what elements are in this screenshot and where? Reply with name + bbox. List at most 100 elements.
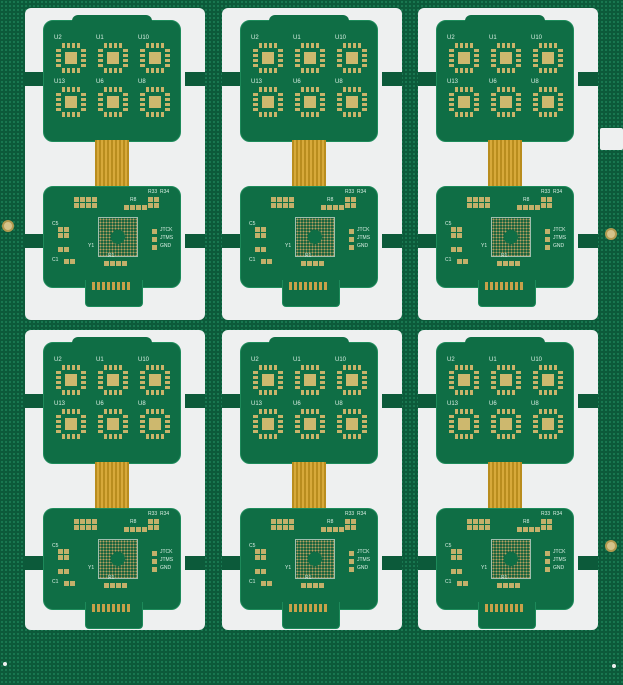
pin	[311, 365, 314, 370]
bga-chip	[491, 217, 531, 257]
connector-tail	[478, 280, 536, 307]
pin	[295, 98, 300, 101]
pin	[544, 112, 547, 117]
pin	[123, 371, 128, 374]
pin	[278, 371, 283, 374]
side-tab	[185, 556, 205, 570]
pin	[337, 425, 342, 428]
smd-pad	[509, 261, 514, 266]
pin	[278, 415, 283, 418]
pin	[544, 409, 547, 414]
gold-finger	[112, 282, 115, 290]
pin	[301, 87, 304, 92]
silkscreen-label: JTMS	[357, 557, 371, 563]
pin	[104, 434, 107, 439]
side-tab	[222, 394, 242, 408]
smd-pad	[86, 519, 91, 524]
chip-label: U10	[138, 35, 150, 41]
smd-pad	[64, 569, 69, 574]
side-tab	[25, 394, 45, 408]
smd-pad	[289, 525, 294, 530]
pin	[156, 365, 159, 370]
pin	[320, 381, 325, 384]
gold-finger	[510, 282, 513, 290]
pin	[140, 98, 145, 101]
pin	[259, 434, 262, 439]
smd-pad	[104, 261, 109, 266]
silkscreen-label: R34	[357, 189, 367, 195]
qfn-chip	[140, 43, 170, 73]
pin	[67, 68, 70, 73]
silkscreen-label: JTCK	[357, 549, 370, 555]
pin	[72, 365, 75, 370]
pin	[67, 87, 70, 92]
pin	[539, 87, 542, 92]
pin	[119, 434, 122, 439]
pin	[507, 68, 510, 73]
qfn-chip	[533, 409, 563, 439]
pin	[320, 376, 325, 379]
pin	[558, 54, 563, 57]
pin	[98, 386, 103, 389]
chip-pad	[500, 374, 512, 386]
silkscreen-label: R34	[160, 511, 170, 517]
pin	[474, 386, 479, 389]
pin	[539, 112, 542, 117]
smd-pad	[485, 525, 490, 530]
pin	[253, 49, 258, 52]
pin	[98, 59, 103, 62]
pin	[67, 409, 70, 414]
silkscreen-label: JTCK	[160, 227, 173, 233]
chip-label: U13	[251, 401, 263, 407]
pin	[165, 54, 170, 57]
pin	[311, 409, 314, 414]
pin	[253, 54, 258, 57]
pin	[544, 434, 547, 439]
pin	[259, 409, 262, 414]
pin	[156, 43, 159, 48]
pin	[549, 434, 552, 439]
pin	[264, 68, 267, 73]
chip-label: U10	[138, 357, 150, 363]
silkscreen-label: GND	[160, 565, 172, 571]
smd-pad	[80, 197, 85, 202]
pin	[554, 434, 557, 439]
side-tab	[382, 394, 402, 408]
pin	[539, 434, 542, 439]
pin	[470, 87, 473, 92]
chip-label: U2	[251, 357, 259, 363]
pin	[81, 415, 86, 418]
pin	[320, 93, 325, 96]
gold-finger	[92, 282, 95, 290]
pin	[497, 409, 500, 414]
pin	[278, 59, 283, 62]
pin	[533, 381, 538, 384]
smd-pad	[283, 197, 288, 202]
smd-pad	[351, 519, 356, 524]
pin	[278, 381, 283, 384]
smd-pad	[485, 519, 490, 524]
pin	[269, 112, 272, 117]
smd-pad	[124, 205, 129, 210]
pin	[67, 434, 70, 439]
pin	[343, 87, 346, 92]
pin	[56, 371, 61, 374]
pin	[516, 430, 521, 433]
smd-pad	[545, 559, 550, 564]
smd-pad	[261, 555, 266, 560]
pin	[455, 409, 458, 414]
pin	[259, 43, 262, 48]
smd-pad	[463, 259, 468, 264]
chip-pad	[458, 52, 470, 64]
pin	[362, 59, 367, 62]
pin	[497, 43, 500, 48]
pin	[306, 112, 309, 117]
smd-pad	[152, 551, 157, 556]
gold-finger	[500, 604, 503, 612]
smd-pad	[451, 555, 456, 560]
pin	[109, 112, 112, 117]
pin	[151, 390, 154, 395]
